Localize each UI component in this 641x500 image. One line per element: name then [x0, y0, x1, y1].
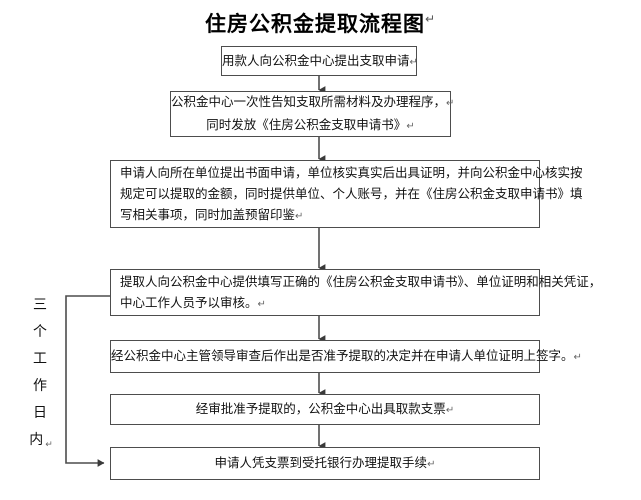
page-title-text: 住房公积金提取流程图 — [204, 12, 425, 36]
paragraph-mark-icon: ↵ — [406, 121, 415, 132]
flow-node-line: 公积金中心一次性告知支取所需材料及办理程序，↵ — [171, 94, 455, 109]
flow-node-center-notification: 公积金中心一次性告知支取所需材料及办理程序，↵ 同时发放《住房公积金支取申请书》… — [170, 91, 455, 137]
paragraph-mark-icon: ↵ — [257, 298, 266, 310]
flow-node-line: 中心工作人员予以审核。↵ — [120, 294, 266, 310]
side-label-char: 内↵ — [29, 432, 53, 450]
paragraph-mark-icon: ↵ — [409, 56, 418, 68]
connector-bracket-4-to-7 — [65, 295, 110, 467]
flow-node-line: 经公积金中心主管领导审查后作出是否准予提取的决定并在申请人单位证明上签字。↵ — [111, 348, 582, 363]
paragraph-mark-icon: ↵ — [45, 440, 53, 450]
flow-node-line: 申请人向所在单位提出书面申请，单位核实真实后出具证明，并向公积金中心核实按 — [120, 164, 583, 180]
flow-node-bank-withdrawal: 申请人凭支票到受托银行办理提取手续↵ — [110, 447, 540, 480]
paragraph-mark-icon: ↵ — [424, 12, 437, 26]
flow-node-application-submission: 用款人向公积金中心提出支取申请↵ — [221, 46, 418, 76]
flow-node-line: 用款人向公积金中心提出支取申请↵ — [222, 52, 418, 68]
paragraph-mark-icon: ↵ — [573, 352, 582, 363]
side-label-char: 日 — [33, 405, 47, 421]
paragraph-mark-icon: ↵ — [427, 459, 436, 470]
flow-node-written-application: 申请人向所在单位提出书面申请，单位核实真实后出具证明，并向公积金中心核实按 规定… — [110, 160, 583, 228]
page-title: 住房公积金提取流程图↵ — [0, 8, 641, 38]
flow-node-issue-check: 经审批准予提取的，公积金中心出具取款支票↵ — [110, 394, 540, 425]
flow-node-line: 提取人向公积金中心提供填写正确的《住房公积金支取申请书》、单位证明和相关凭证， — [120, 273, 602, 289]
side-label-char: 三 — [33, 297, 47, 313]
side-label-char: 作 — [33, 378, 47, 394]
paragraph-mark-icon: ↵ — [295, 210, 304, 222]
flow-node-line: 经审批准予提取的，公积金中心出具取款支票↵ — [195, 401, 455, 416]
flow-node-line: 申请人凭支票到受托银行办理提取手续↵ — [214, 455, 436, 470]
flow-node-document-submission-review: 提取人向公积金中心提供填写正确的《住房公积金支取申请书》、单位证明和相关凭证， … — [110, 269, 602, 316]
side-label-char: 个 — [33, 324, 47, 340]
flow-node-line: 规定可以提取的金额，同时提供单位、个人账号，并在《住房公积金支取申请书》填 — [120, 185, 583, 201]
flow-node-line: 写相关事项，同时加盖预留印鉴↵ — [120, 206, 304, 222]
side-label-three-working-days: 三 个 工 作 日 内↵ — [27, 292, 53, 456]
paragraph-mark-icon: ↵ — [446, 98, 455, 109]
paragraph-mark-icon: ↵ — [445, 405, 455, 416]
flow-node-leader-approval: 经公积金中心主管领导审查后作出是否准予提取的决定并在申请人单位证明上签字。↵ — [110, 340, 582, 373]
flow-node-line: 同时发放《住房公积金支取申请书》↵ — [206, 117, 415, 132]
side-label-char: 工 — [33, 351, 47, 367]
